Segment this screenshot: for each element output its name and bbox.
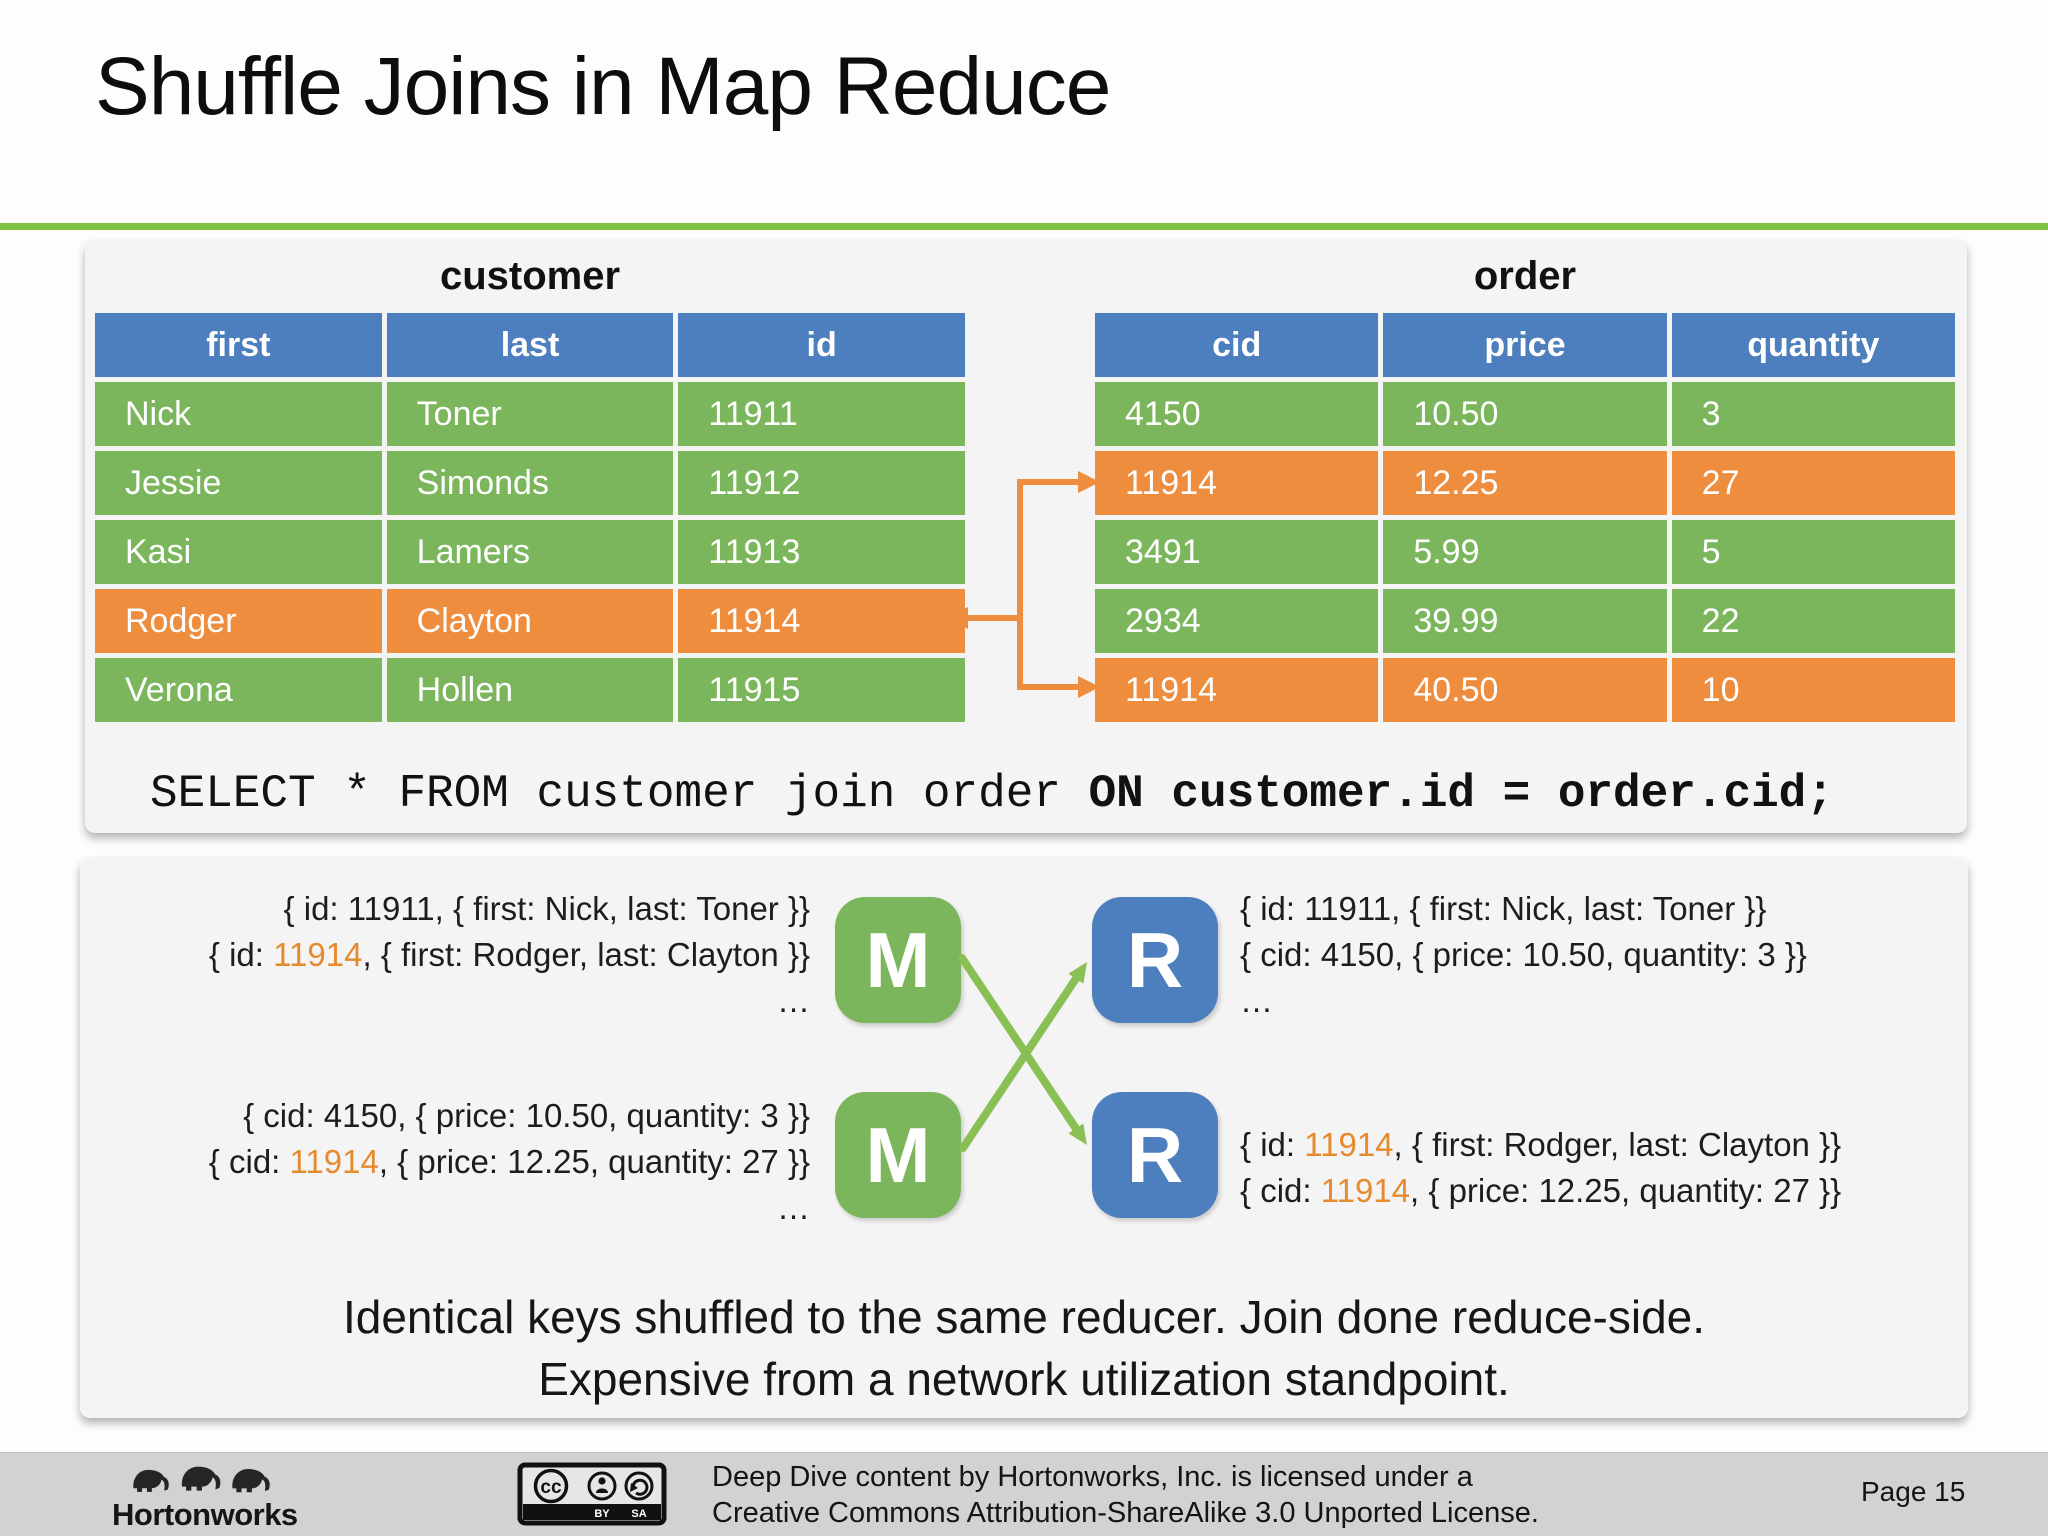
footer-bar (0, 1452, 2048, 1536)
record-line: … (777, 982, 810, 1019)
table-cell: 39.99 (1383, 589, 1667, 653)
table-cell: Simonds (386, 451, 674, 515)
table-cell: 22 (1671, 589, 1955, 653)
mapper2-box: M (835, 1092, 961, 1218)
arrow-left-icon (946, 607, 968, 629)
sa-label: SA (631, 1508, 646, 1520)
table-cell: Jessie (95, 451, 382, 515)
table-cell: 27 (1671, 451, 1955, 515)
mapper1-box: M (835, 897, 961, 1023)
page-title: Shuffle Joins in Map Reduce (95, 41, 1111, 132)
license-line-2: Creative Commons Attribution-ShareAlike … (712, 1497, 1539, 1529)
table-cell: Rodger (95, 589, 382, 653)
record-line: { cid: 4150, { price: 10.50, quantity: 3… (1240, 936, 1807, 973)
table-cell: 11912 (678, 451, 965, 515)
table-cell: 40.50 (1383, 658, 1667, 722)
license-line-1: Deep Dive content by Hortonworks, Inc. i… (712, 1461, 1473, 1493)
reducer-output-top-records: { id: 11911, { first: Nick, last: Toner … (1240, 886, 1964, 1024)
map-input-customer-records: { id: 11911, { first: Nick, last: Toner … (90, 886, 810, 1024)
shuffle-arrows (958, 954, 1087, 1152)
record-line: { id: 11914, { first: Rodger, last: Clay… (208, 936, 810, 973)
reducer-output-bottom-records: { id: 11914, { first: Rodger, last: Clay… (1240, 1122, 1964, 1214)
table-cell: 10 (1671, 658, 1955, 722)
table-cell: Lamers (386, 520, 674, 584)
order-table-title: order (1473, 254, 1577, 298)
column-header: quantity (1671, 313, 1955, 377)
table-cell: 12.25 (1383, 451, 1667, 515)
table-cell: Hollen (386, 658, 674, 722)
cc-icon: cc (533, 1468, 569, 1504)
table-cell: 3 (1671, 382, 1955, 446)
table-cell: 11911 (678, 382, 965, 446)
table-cell: 2934 (1095, 589, 1379, 653)
by-label: BY (594, 1508, 610, 1520)
table-cell: 11914 (678, 589, 965, 653)
customer-table-title: customer (439, 254, 621, 298)
table-cell: Kasi (95, 520, 382, 584)
map-input-order-records: { cid: 4150, { price: 10.50, quantity: 3… (90, 1093, 810, 1231)
caption-line-1: Identical keys shuffled to the same redu… (342, 1291, 1706, 1343)
record-line: { id: 11911, { first: Nick, last: Toner … (1240, 890, 1767, 927)
hortonworks-logo: Hortonworks (112, 1456, 298, 1533)
share-alike-icon (624, 1471, 654, 1501)
join-connector-arrows (946, 471, 1100, 698)
table-cell: 4150 (1095, 382, 1379, 446)
record-line: { id: 11911, { first: Nick, last: Toner … (283, 890, 810, 927)
hortonworks-elephants-icon (133, 1466, 270, 1493)
reducer1-box: R (1092, 897, 1218, 1023)
attribution-person-icon (587, 1471, 617, 1501)
sql-text-bold: ON customer.id = order.cid; (1088, 768, 1834, 820)
column-header: id (678, 313, 965, 377)
caption-line-2: Expensive from a network utilization sta… (538, 1353, 1510, 1405)
arrow-right-icon (1078, 676, 1100, 698)
reducer2-box: R (1092, 1092, 1218, 1218)
table-cell: 10.50 (1383, 382, 1667, 446)
record-line: { cid: 11914, { price: 12.25, quantity: … (1240, 1172, 1842, 1209)
title-divider (0, 223, 2048, 230)
table-cell: 11915 (678, 658, 965, 722)
column-header: last (386, 313, 674, 377)
table-cell: Nick (95, 382, 382, 446)
hortonworks-wordmark: Hortonworks (112, 1497, 298, 1532)
record-line: { cid: 11914, { price: 12.25, quantity: … (208, 1143, 810, 1180)
sql-text-normal: SELECT * FROM customer join order (150, 768, 1089, 820)
shuffle-panel (80, 858, 1968, 1418)
record-line: … (1240, 982, 1273, 1019)
table-cell: 11914 (1095, 451, 1379, 515)
sql-statement: SELECT * FROM customer join order ON cus… (150, 768, 1834, 820)
column-header: price (1383, 313, 1667, 377)
table-cell: 5 (1671, 520, 1955, 584)
record-line: { id: 11914, { first: Rodger, last: Clay… (1240, 1126, 1842, 1163)
table-cell: 11913 (678, 520, 965, 584)
license-text: Deep Dive content by Hortonworks, Inc. i… (712, 1459, 1539, 1531)
table-cell: Verona (95, 658, 382, 722)
cc-license-badge: cc BY SA (517, 1462, 667, 1526)
caption: Identical keys shuffled to the same redu… (84, 1286, 1964, 1410)
table-cell: 3491 (1095, 520, 1379, 584)
record-line: … (777, 1189, 810, 1226)
record-line: { cid: 4150, { price: 10.50, quantity: 3… (243, 1097, 810, 1134)
svg-text:cc: cc (540, 1477, 562, 1498)
arrow-up-right-icon (1068, 962, 1087, 984)
arrow-down-right-icon (1068, 1123, 1087, 1145)
page-number: Page 15 (1861, 1476, 1966, 1507)
table-cell: 5.99 (1383, 520, 1667, 584)
column-header: cid (1095, 313, 1379, 377)
arrow-right-icon (1078, 471, 1100, 493)
table-cell: 11914 (1095, 658, 1379, 722)
table-cell: Toner (386, 382, 674, 446)
column-header: first (95, 313, 382, 377)
table-cell: Clayton (386, 589, 674, 653)
